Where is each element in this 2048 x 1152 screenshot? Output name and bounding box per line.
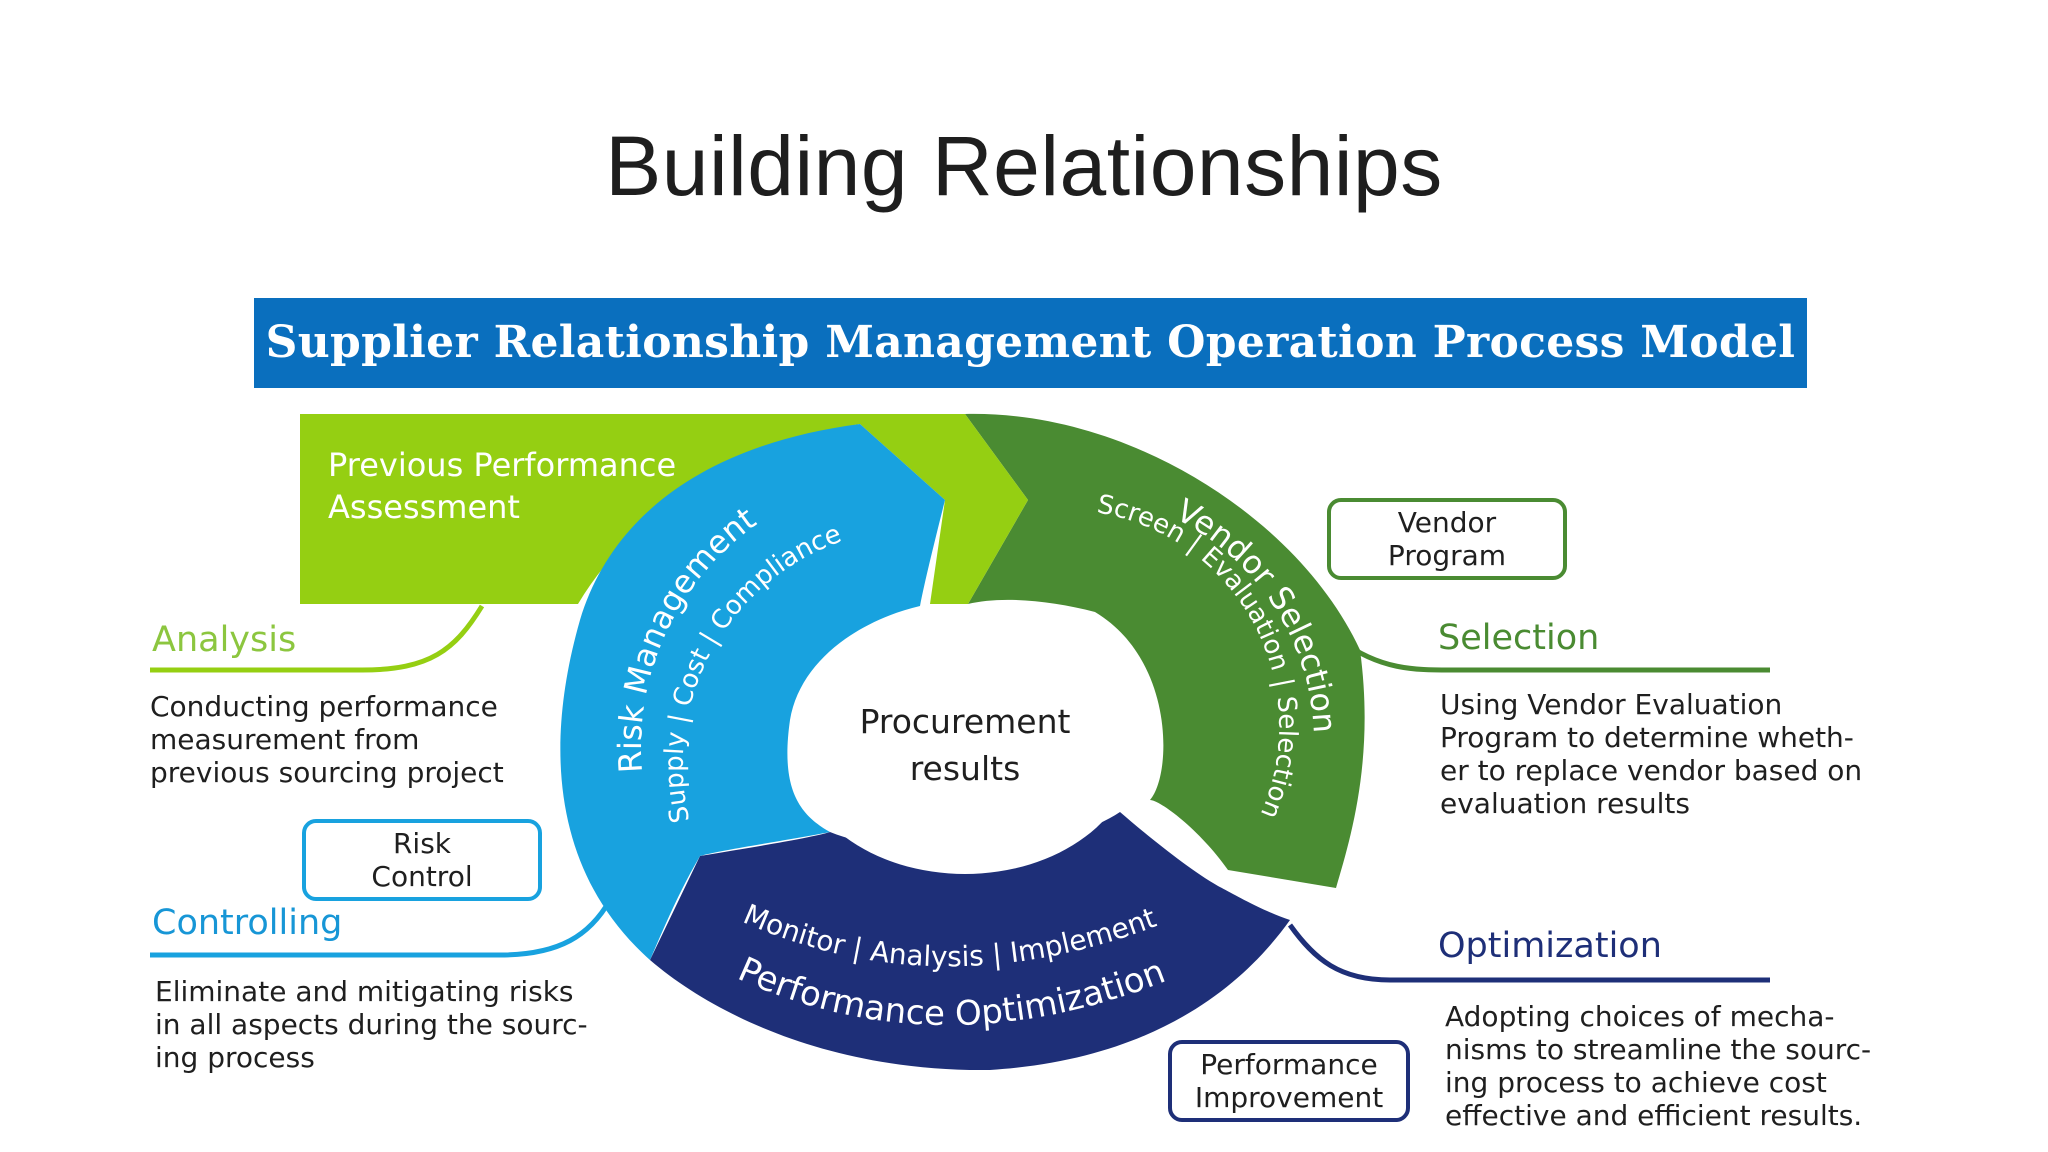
optimization-description: Adopting choices of mecha- nisms to stre… xyxy=(1445,1000,1871,1132)
optimization-line: effective and efficient results. xyxy=(1445,1099,1863,1132)
risk-management-segment xyxy=(560,424,945,960)
analysis-description: Conducting performance measurement from … xyxy=(150,690,504,789)
vendor-selection-segment xyxy=(965,413,1365,888)
procurement-results-center xyxy=(795,620,1135,874)
previous-performance-line1: Previous Performance xyxy=(328,446,676,484)
vendor-program-line: Program xyxy=(1387,539,1507,572)
performance-improvement-box: Performance Improvement xyxy=(1168,1040,1410,1122)
controlling-line: in all aspects during the sourc- xyxy=(155,1008,588,1041)
diagram-banner: Supplier Relationship Management Operati… xyxy=(254,298,1807,388)
performance-improvement-line: Performance xyxy=(1200,1048,1378,1081)
optimization-connector xyxy=(1287,923,1770,983)
previous-performance-line2: Assessment xyxy=(328,488,520,526)
optimization-heading: Optimization xyxy=(1438,926,1662,966)
center-label-line2: results xyxy=(910,749,1021,788)
controlling-line: Eliminate and mitigating risks xyxy=(155,975,574,1008)
vendor-program-box: Vendor Program xyxy=(1327,498,1567,580)
performance-improvement-line: Improvement xyxy=(1194,1081,1384,1114)
vendor-program-line: Vendor xyxy=(1397,506,1497,539)
selection-line: evaluation results xyxy=(1440,787,1690,820)
risk-control-line: Risk xyxy=(392,827,452,860)
analysis-heading: Analysis xyxy=(152,620,297,660)
slide-title: Building Relationships xyxy=(605,119,1443,213)
performance-optimization-segment xyxy=(650,812,1290,1071)
analysis-connector xyxy=(150,604,485,673)
selection-line: Program to determine wheth- xyxy=(1440,721,1854,754)
selection-heading: Selection xyxy=(1438,618,1600,658)
selection-line: er to replace vendor based on xyxy=(1440,754,1863,787)
analysis-line: measurement from xyxy=(150,723,420,756)
analysis-line: Conducting performance xyxy=(150,690,498,723)
previous-performance-arrow xyxy=(300,414,1028,604)
optimization-line: nisms to streamline the sourc- xyxy=(1445,1033,1872,1066)
controlling-line: ing process xyxy=(155,1041,315,1074)
selection-line: Using Vendor Evaluation xyxy=(1440,688,1783,721)
risk-control-line: Control xyxy=(371,860,473,893)
optimization-line: Adopting choices of mecha- xyxy=(1445,1000,1835,1033)
analysis-line: previous sourcing project xyxy=(150,756,504,789)
optimization-line: ing process to achieve cost xyxy=(1445,1066,1827,1099)
selection-description: Using Vendor Evaluation Program to deter… xyxy=(1440,688,1862,820)
risk-control-box: Risk Control xyxy=(302,819,542,901)
controlling-heading: Controlling xyxy=(152,903,343,943)
controlling-description: Eliminate and mitigating risks in all as… xyxy=(155,975,588,1074)
controlling-connector xyxy=(150,898,613,958)
center-label-line1: Procurement xyxy=(860,702,1071,741)
